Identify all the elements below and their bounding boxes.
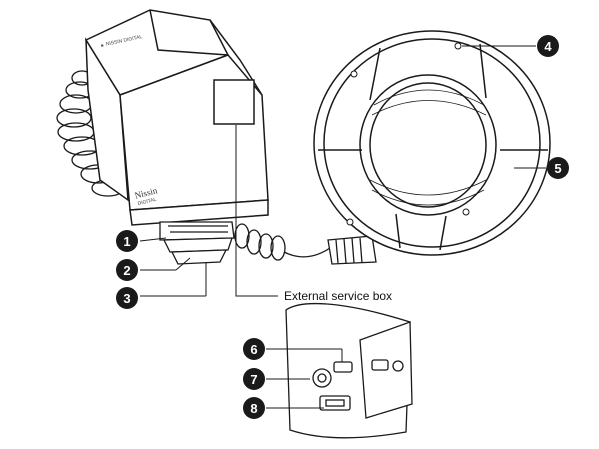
svg-text:8: 8	[250, 401, 257, 416]
callout-2: 2	[116, 259, 138, 281]
callout-5: 5	[547, 157, 569, 179]
ring-screws	[346, 42, 470, 226]
callout-8: 8	[243, 397, 265, 419]
svg-text:4: 4	[544, 39, 552, 54]
flash-head	[84, 9, 269, 226]
svg-text:6: 6	[250, 342, 257, 357]
ring-flash	[313, 30, 551, 256]
ring-lens-threads	[369, 89, 487, 206]
svg-text:5: 5	[554, 161, 561, 176]
svg-text:DIGITAL: DIGITAL	[137, 197, 157, 207]
service-box-label: External service box	[284, 289, 392, 303]
callout-3: 3	[116, 287, 138, 309]
hot-shoe-foot	[159, 221, 235, 265]
service-box-detail	[285, 302, 413, 439]
callout-6: 6	[243, 338, 265, 360]
ring-connector	[327, 235, 377, 265]
svg-text:1: 1	[123, 234, 130, 249]
svg-text:2: 2	[123, 263, 130, 278]
leader-lines	[139, 45, 546, 409]
callout-7: 7	[243, 368, 265, 390]
nissin-logo: Nissin DIGITAL	[134, 185, 159, 207]
callout-1: 1	[116, 230, 138, 252]
svg-text:7: 7	[250, 372, 257, 387]
callout-4: 4	[537, 35, 559, 57]
svg-text:3: 3	[123, 291, 130, 306]
coiled-cable-right	[234, 223, 331, 261]
